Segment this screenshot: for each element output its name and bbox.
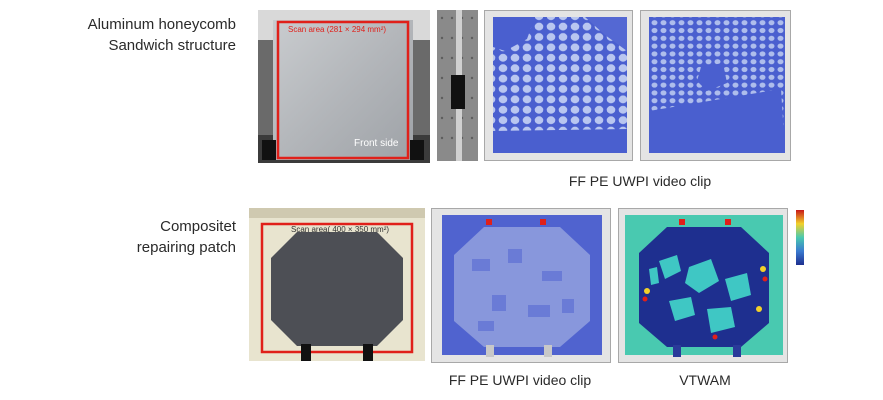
vtwam-colorbar xyxy=(796,210,804,265)
row2-label-line2: repairing patch xyxy=(136,239,236,256)
row2-photo-patch: Scan area( 400 × 350 mm²) xyxy=(249,208,425,361)
row1-front-side-text: Front side xyxy=(354,138,399,149)
row2-caption-right: VTWAM xyxy=(679,372,731,388)
row1-label-line1: Aluminum honeycomb xyxy=(87,16,236,33)
row2-label: Compositet repairing patch xyxy=(40,216,236,258)
row1-scan-2 xyxy=(640,10,791,161)
row2-scan-uwpi xyxy=(431,208,611,363)
row2-scan-vtwam xyxy=(618,208,788,363)
row1-label: Aluminum honeycomb Sandwich structure xyxy=(40,14,236,56)
row2-label-line1: Compositet xyxy=(160,218,236,235)
row2-caption-left: FF PE UWPI video clip xyxy=(448,372,592,388)
row1-scan-1 xyxy=(484,10,633,161)
row1-caption: FF PE UWPI video clip xyxy=(568,173,712,189)
row1-photo-plate: Scan area (281 × 294 mm²) Front side xyxy=(258,10,430,163)
row1-scan-area-text: Scan area (281 × 294 mm²) xyxy=(288,25,387,34)
row1-photo-side xyxy=(437,10,478,161)
row1-label-line2: Sandwich structure xyxy=(108,37,236,54)
row2-scan-area-text: Scan area( 400 × 350 mm²) xyxy=(291,225,390,234)
